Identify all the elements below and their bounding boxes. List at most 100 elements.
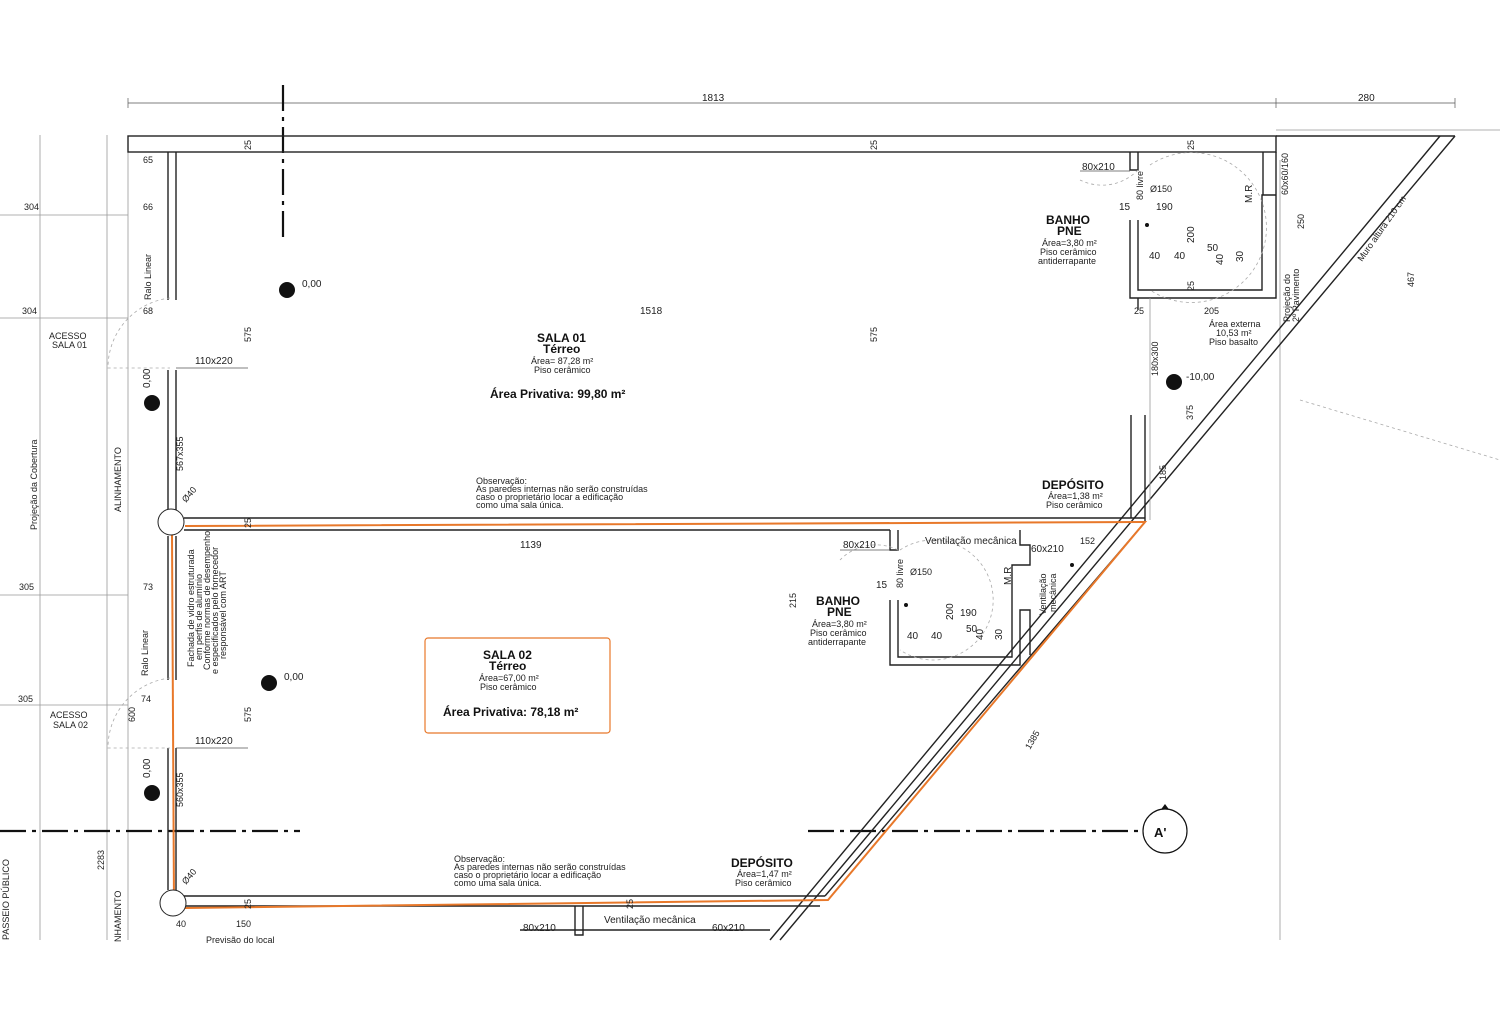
- plan-label: 0,00: [302, 279, 322, 290]
- plan-label: 200: [945, 603, 956, 620]
- plan-label: Área=1,47 m²: [737, 869, 792, 879]
- plan-label: Piso cerâmico: [810, 628, 867, 638]
- plan-label: Projeção da Cobertura: [29, 439, 39, 530]
- door-swings: [107, 152, 1267, 749]
- plan-label: M.R: [1003, 567, 1014, 585]
- room-banho-pne-1: BANHO PNE Área=3,80 m² Piso cerâmico ant…: [1038, 162, 1255, 266]
- plan-label: 50: [1207, 243, 1219, 254]
- top-dimension: 1813 280: [127, 93, 1456, 108]
- dimension-labels: 25 25 25 65 66 68 73 74 304 304 305 305 …: [18, 140, 1416, 929]
- plan-label: 185: [1158, 465, 1168, 480]
- plan-label: responsável com ART: [218, 571, 228, 659]
- plan-label: Piso cerâmico: [534, 365, 591, 375]
- plan-label: 152: [1080, 536, 1095, 546]
- plan-label: caso o proprietário locar a edificação: [454, 870, 601, 880]
- plan-label: DEPÓSITO: [1042, 477, 1104, 492]
- plan-label: 80x210: [843, 540, 876, 551]
- plan-label: 80x210: [1082, 162, 1115, 173]
- plan-label: SALA 02: [483, 648, 532, 662]
- room-sala02: SALA 02 Térreo Área=67,00 m² Piso cerâmi…: [443, 648, 626, 888]
- plan-label: PNE: [827, 605, 852, 619]
- plan-label: 60x210: [1031, 544, 1064, 555]
- plan-label: 600: [127, 707, 137, 722]
- plan-label: 2283: [96, 850, 106, 870]
- plan-label: Piso cerâmico: [480, 682, 537, 692]
- plan-label: Observação:: [454, 854, 505, 864]
- plan-label: 40: [931, 631, 943, 642]
- plan-label: 1385: [1023, 729, 1042, 751]
- plan-label: 110x220: [195, 356, 233, 367]
- plan-label: 150: [236, 919, 251, 929]
- plan-label: BANHO: [816, 594, 860, 608]
- plan-label: 180x300: [1150, 341, 1160, 376]
- plan-label: ACESSO: [49, 331, 87, 341]
- plan-label: Ralo Linear: [143, 254, 153, 300]
- plan-label: Piso cerâmico: [735, 878, 792, 888]
- level-marker-icon: [144, 785, 160, 801]
- plan-label: 40: [975, 628, 986, 640]
- sala02-highlight-box: [424, 637, 611, 734]
- plan-label: 40: [1149, 251, 1161, 262]
- plan-label: Térreo: [489, 659, 526, 673]
- plan-label: 68: [143, 306, 153, 316]
- plan-label: Área externa: [1209, 319, 1261, 329]
- plan-label: -10,00: [1186, 372, 1215, 383]
- plan-label: 25: [1134, 306, 1144, 316]
- room-deposito-2: DEPÓSITO Área=1,47 m² Piso cerâmico: [731, 855, 793, 888]
- plan-label: 74: [141, 694, 151, 704]
- plan-label: 1518: [640, 306, 663, 317]
- plan-label: 25: [1186, 140, 1196, 150]
- plan-label: Área=3,80 m²: [1042, 238, 1097, 248]
- plan-label: 190: [960, 608, 977, 619]
- unit-boundary-facade: [171, 534, 175, 906]
- plan-label: como uma sala única.: [476, 500, 564, 510]
- level-marker-icon: [279, 282, 295, 298]
- plan-label: Ø150: [910, 567, 932, 577]
- plan-label: 60x60/160: [1280, 153, 1290, 195]
- plan-label: Área Privativa: 99,80 m²: [490, 386, 625, 401]
- plan-label: 40: [176, 919, 186, 929]
- plan-label: 40: [1174, 251, 1186, 262]
- level-marker-icon: [261, 675, 277, 691]
- plan-label: caso o proprietário locar a edificação: [476, 492, 623, 502]
- plan-label: 575: [243, 707, 253, 722]
- plan-label: Ø150: [1150, 184, 1172, 194]
- plan-label: 0,00: [284, 672, 304, 683]
- plan-label: Conforme normas de desempenho: [202, 531, 212, 670]
- plan-label: SALA 02: [53, 720, 88, 730]
- plan-label: 305: [19, 582, 34, 592]
- plan-label: Fachada de vidro estruturada: [186, 549, 196, 667]
- plan-label: 304: [24, 202, 39, 212]
- plan-label: 15: [876, 580, 888, 591]
- area-externa: Área externa 10,53 m² Piso basalto: [1209, 319, 1261, 347]
- plan-label: 250: [1296, 214, 1306, 229]
- plan-label: M.R: [1244, 185, 1255, 203]
- plan-label: 575: [243, 327, 253, 342]
- plan-label: Piso cerâmico: [1040, 247, 1097, 257]
- plan-label: Área= 87,28 m²: [531, 356, 593, 366]
- dim-280: 280: [1358, 93, 1375, 104]
- plan-label: ACESSO: [50, 710, 88, 720]
- plan-label: 60x210: [712, 923, 745, 934]
- plan-label: Ventilação mecânica: [925, 536, 1017, 547]
- unit-boundary-line: [184, 520, 1148, 909]
- plan-label: SALA 01: [52, 340, 87, 350]
- plan-label: 200: [1186, 226, 1197, 243]
- plan-label: Térreo: [543, 342, 580, 356]
- plan-label: SALA 01: [537, 331, 586, 345]
- plan-label: 2º Pavimento: [1291, 269, 1301, 322]
- plan-label: 15: [1119, 202, 1131, 213]
- plan-label: 40: [1215, 253, 1226, 265]
- annotation-labels: ALINHAMENTO NHAMENTO Projeção da Cobertu…: [1, 194, 1408, 945]
- plan-label: 215: [788, 593, 798, 608]
- plan-label: 65: [143, 155, 153, 165]
- plan-label: 1139: [520, 540, 542, 551]
- plan-label: Ø40: [180, 867, 199, 886]
- plan-label: antiderrapante: [1038, 256, 1096, 266]
- plan-label: Piso cerâmico: [1046, 500, 1103, 510]
- room-banho-pne-2: BANHO PNE Área=3,80 m² Piso cerâmico ant…: [808, 536, 1074, 647]
- plan-label: ALINHAMENTO: [113, 447, 123, 512]
- plan-label: 30: [1235, 250, 1246, 262]
- section-marker-a-prime: A': [1142, 804, 1188, 854]
